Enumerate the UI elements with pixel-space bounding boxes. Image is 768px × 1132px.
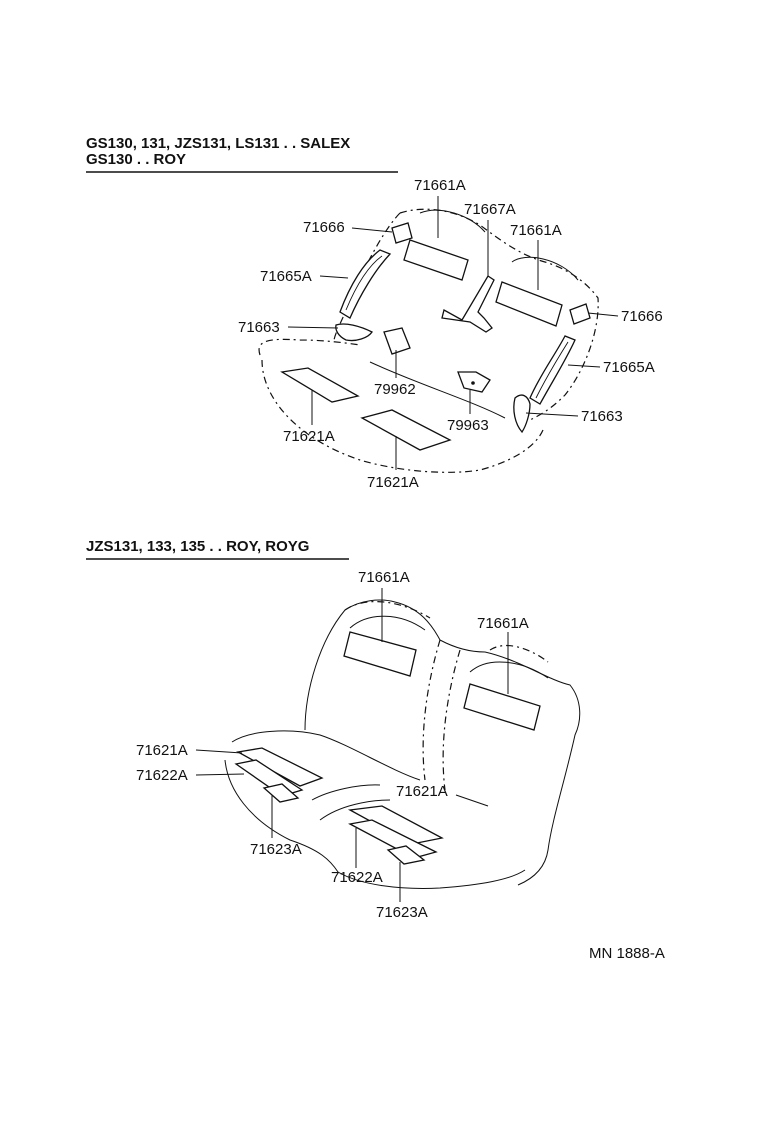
top-headrest-left-outline xyxy=(419,209,486,233)
label-top-bracket-79962: 79962 xyxy=(374,381,416,398)
label-top-clip-left: 71666 xyxy=(303,219,345,236)
bottom-seat-split-line xyxy=(422,639,461,791)
top-cushion-pad-left xyxy=(280,367,360,403)
top-cushion-crease xyxy=(369,361,506,419)
bottom-sub-pad-right xyxy=(348,819,438,859)
bottom-small-pad-right xyxy=(386,845,426,865)
top-center-bracket xyxy=(441,275,495,333)
top-corner-right xyxy=(513,394,531,434)
top-header-line1: GS130, 131, JZS131, LS131 . . SALEX xyxy=(86,135,350,152)
label-bottom-headrest-pad-left: 71661A xyxy=(358,569,410,586)
top-bracket-79962 xyxy=(383,327,411,355)
label-top-corner-right: 71663 xyxy=(581,408,623,425)
top-side-pad-left xyxy=(339,249,392,319)
label-top-bracket-79963: 79963 xyxy=(447,417,489,434)
bottom-cushion-front xyxy=(311,784,391,821)
label-bottom-sub-pad-left: 71622A xyxy=(136,767,188,784)
top-corner-left xyxy=(335,323,373,342)
top-headrest-pad-left xyxy=(403,239,469,281)
label-bottom-cushion-pad-right: 71621A xyxy=(396,783,448,800)
label-top-headrest-pad-right: 71661A xyxy=(510,222,562,239)
label-top-headrest-pad-left: 71661A xyxy=(414,177,466,194)
top-side-pad-right xyxy=(529,335,576,405)
label-top-side-pad-right: 71665A xyxy=(603,359,655,376)
label-top-center-bracket: 71667A xyxy=(464,201,516,218)
top-cushion-outline xyxy=(258,338,544,473)
top-section: GS130, 131, JZS131, LS131 . . SALEX GS13… xyxy=(86,135,663,491)
bottom-headrest-left-inner xyxy=(349,615,426,631)
label-bottom-headrest-pad-right: 71661A xyxy=(477,615,529,632)
label-top-cushion-pad-left: 71621A xyxy=(283,428,335,445)
bottom-headrest-right-top xyxy=(489,644,549,663)
label-bottom-cushion-pad-left: 71621A xyxy=(136,742,188,759)
bottom-headrest-pad-right xyxy=(463,683,541,731)
bottom-headrest-right-inner xyxy=(469,661,549,679)
label-bottom-sub-pad-right: 71622A xyxy=(331,869,383,886)
label-top-cushion-pad-right: 71621A xyxy=(367,474,419,491)
label-bottom-small-pad-left: 71623A xyxy=(250,841,302,858)
top-header-line2: GS130 . . ROY xyxy=(86,151,186,168)
top-clip-right xyxy=(569,303,591,325)
top-headrest-pad-right xyxy=(495,281,563,327)
bottom-section: JZS131, 133, 135 . . ROY, ROYG 71661A xyxy=(86,538,581,921)
bottom-headrest-pad-left xyxy=(343,631,417,677)
label-top-side-pad-left: 71665A xyxy=(260,268,312,285)
top-cushion-pad-right xyxy=(360,409,452,451)
label-top-clip-right: 71666 xyxy=(621,308,663,325)
label-top-corner-left: 71663 xyxy=(238,319,280,336)
bottom-seatback-outline xyxy=(304,599,581,886)
bottom-cushion-outline xyxy=(224,730,526,889)
top-clip-left xyxy=(391,222,413,244)
bottom-small-pad-left xyxy=(262,783,300,803)
top-headrest-right-outline xyxy=(511,256,579,281)
bottom-header: JZS131, 133, 135 . . ROY, ROYG xyxy=(86,538,309,555)
diagram-code: MN 1888-A xyxy=(589,945,665,962)
bottom-headrest-left-top xyxy=(344,600,431,619)
label-bottom-small-pad-right: 71623A xyxy=(376,904,428,921)
